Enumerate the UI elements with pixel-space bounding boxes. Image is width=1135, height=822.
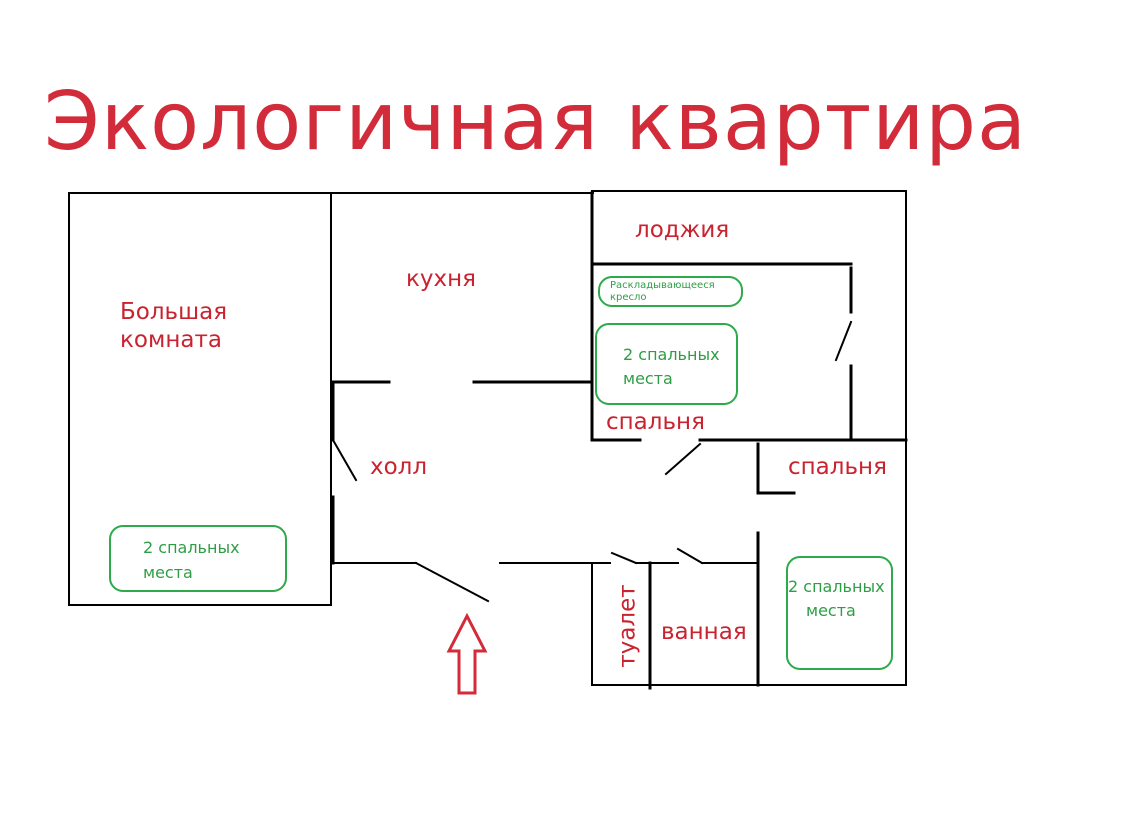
label-big-room-line2: комната (120, 327, 222, 353)
bed-right-bedroom: 2 спальных места (786, 556, 893, 670)
door-bedroom-loggia (834, 320, 853, 362)
bed-right-line1: 2 спальных (788, 577, 885, 596)
label-bedroom-right: спальня (788, 454, 887, 480)
folding-chair-line2: кресло (610, 292, 647, 303)
door-hall-big-room (331, 438, 358, 482)
label-loggia: лоджия (635, 217, 730, 243)
label-bedroom-upper: спальня (606, 409, 705, 435)
folding-chair: Раскладывающееся кресло (598, 276, 743, 307)
bed-big-room: 2 спальных места (109, 525, 287, 592)
bed-upper-line1: 2 спальных (623, 345, 720, 364)
bed-upper-line2: места (623, 369, 673, 388)
label-toilet: туалет (614, 584, 641, 668)
wall-big-room-outline (68, 192, 332, 606)
label-big-room-line1: Большая (120, 299, 228, 325)
label-bathroom: ванная (661, 619, 747, 645)
wall-right-bedroom-left (756, 442, 796, 495)
bed-right-line2: места (806, 601, 856, 620)
entrance-arrow-icon (446, 612, 488, 695)
door-bath (676, 547, 704, 565)
label-big-room: Большая комната (120, 298, 227, 354)
door-entrance (414, 561, 490, 603)
bed-upper-bedroom: 2 спальных места (595, 323, 738, 405)
bed-big-room-line1: 2 спальных (143, 538, 240, 557)
label-hall: холл (370, 454, 428, 480)
folding-chair-line1: Раскладывающееся (610, 280, 715, 291)
bed-big-room-line2: места (143, 563, 193, 582)
door-upper-bedroom (664, 442, 702, 476)
door-toilet (610, 551, 638, 565)
page-title: Экологичная квартира (44, 75, 1028, 168)
label-kitchen: кухня (406, 266, 476, 292)
